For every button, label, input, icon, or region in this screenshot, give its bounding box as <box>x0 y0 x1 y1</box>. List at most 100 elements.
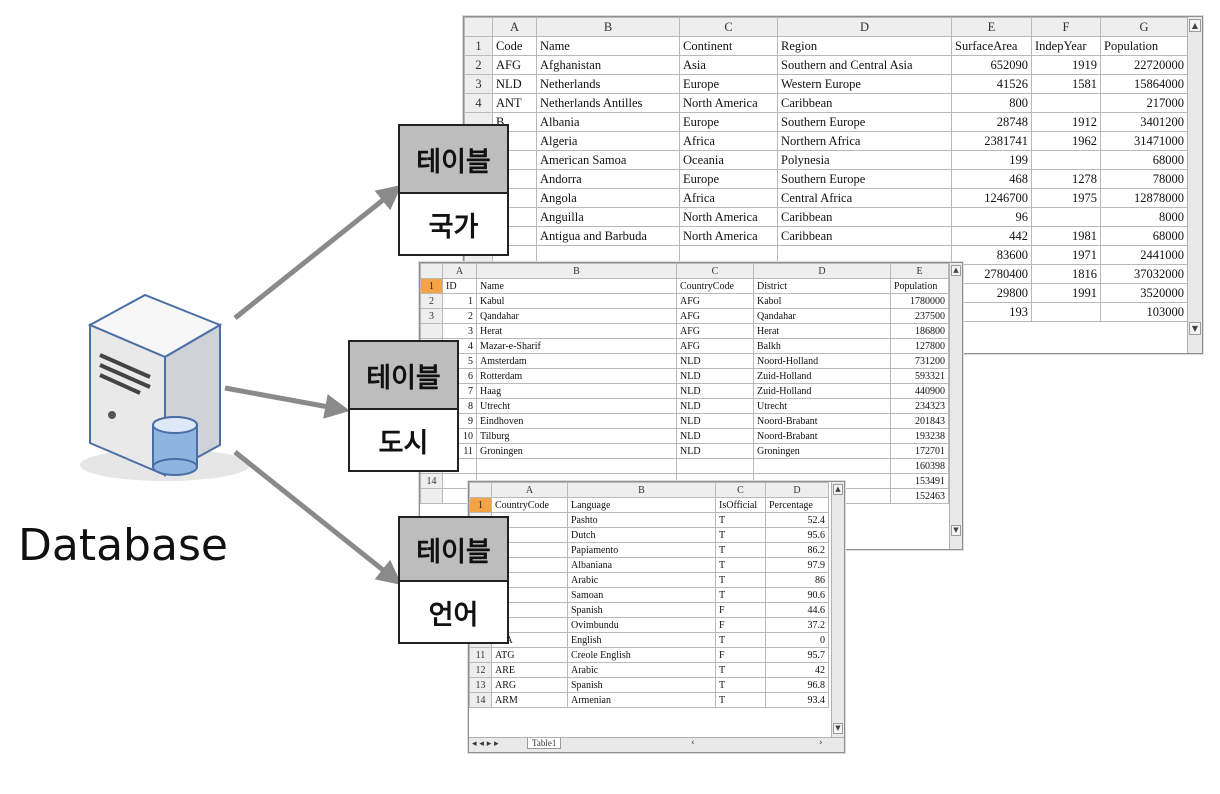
table-cell[interactable]: T <box>715 632 766 648</box>
row-number[interactable]: 11 <box>469 647 492 663</box>
table-cell[interactable]: 199 <box>951 150 1032 170</box>
table-cell[interactable]: 68000 <box>1100 150 1188 170</box>
column-header[interactable]: A <box>492 17 537 37</box>
corner-cell[interactable] <box>464 17 493 37</box>
table-cell[interactable]: Asia <box>679 55 778 75</box>
table-cell[interactable]: 96.8 <box>765 677 829 693</box>
table-cell[interactable]: 37032000 <box>1100 264 1188 284</box>
table-cell[interactable]: Qandahar <box>476 308 677 324</box>
column-header[interactable]: D <box>777 17 952 37</box>
table-cell[interactable]: 31471000 <box>1100 131 1188 151</box>
table-cell[interactable]: 83600 <box>951 245 1032 265</box>
table-cell[interactable]: 1 <box>442 293 477 309</box>
table-cell[interactable]: Spanish <box>567 602 716 618</box>
table-cell[interactable]: ATG <box>491 647 568 663</box>
table-cell[interactable]: Kabul <box>476 293 677 309</box>
table-cell[interactable]: T <box>715 587 766 603</box>
sheet-tab[interactable]: Table1 <box>527 738 562 749</box>
table-cell[interactable] <box>476 458 677 474</box>
table-cell[interactable]: 1246700 <box>951 188 1032 208</box>
table-cell[interactable]: Arabic <box>567 662 716 678</box>
table-cell[interactable]: 1981 <box>1031 226 1101 246</box>
table-cell[interactable]: North America <box>679 226 778 246</box>
table-cell[interactable]: Armenian <box>567 692 716 708</box>
row-number[interactable]: 2 <box>420 293 443 309</box>
table-cell[interactable]: Andorra <box>536 169 680 189</box>
table-cell[interactable]: Continent <box>679 36 778 56</box>
table-cell[interactable]: Western Europe <box>777 74 952 94</box>
table-cell[interactable]: 1975 <box>1031 188 1101 208</box>
table-cell[interactable]: Rotterdam <box>476 368 677 384</box>
column-header[interactable]: D <box>765 482 829 498</box>
table-cell[interactable]: Northern Africa <box>777 131 952 151</box>
table-cell[interactable]: Herat <box>753 323 891 339</box>
table-cell[interactable]: Noord-Brabant <box>753 428 891 444</box>
table-cell[interactable]: English <box>567 632 716 648</box>
table-cell[interactable]: IndepYear <box>1031 36 1101 56</box>
column-header[interactable]: G <box>1100 17 1188 37</box>
table-cell[interactable]: T <box>715 692 766 708</box>
table-cell[interactable]: 44.6 <box>765 602 829 618</box>
row-number[interactable]: 1 <box>420 278 443 294</box>
table-cell[interactable]: Balkh <box>753 338 891 354</box>
column-header[interactable]: E <box>951 17 1032 37</box>
table-cell[interactable]: 15864000 <box>1100 74 1188 94</box>
column-header[interactable]: B <box>536 17 680 37</box>
scroll-down-icon[interactable]: ▼ <box>1189 322 1201 335</box>
table-cell[interactable]: 52.4 <box>765 512 829 528</box>
table-cell[interactable]: Qandahar <box>753 308 891 324</box>
table-cell[interactable]: Albaniana <box>567 557 716 573</box>
column-header[interactable]: D <box>753 263 891 279</box>
column-header[interactable]: C <box>679 17 778 37</box>
corner-cell[interactable] <box>469 482 492 498</box>
table-cell[interactable]: Utrecht <box>753 398 891 414</box>
table-cell[interactable]: District <box>753 278 891 294</box>
table-cell[interactable]: NLD <box>676 443 754 459</box>
table-cell[interactable]: Name <box>536 36 680 56</box>
table-cell[interactable]: 86.2 <box>765 542 829 558</box>
country-vertical-scrollbar[interactable]: ▲ ▼ <box>1187 17 1202 353</box>
table-cell[interactable]: Netherlands Antilles <box>536 93 680 113</box>
sheet-nav-icon[interactable]: ◂ ◂ ▸ ▸ <box>472 739 499 749</box>
row-number[interactable]: 13 <box>469 677 492 693</box>
table-cell[interactable]: 0 <box>765 632 829 648</box>
table-cell[interactable]: Anguilla <box>536 207 680 227</box>
table-cell[interactable]: 86 <box>765 572 829 588</box>
table-cell[interactable]: 1971 <box>1031 245 1101 265</box>
row-number[interactable]: 3 <box>420 308 443 324</box>
column-header[interactable]: B <box>476 263 677 279</box>
table-cell[interactable]: Noord-Brabant <box>753 413 891 429</box>
table-cell[interactable]: 37.2 <box>765 617 829 633</box>
table-cell[interactable] <box>1031 207 1101 227</box>
table-cell[interactable]: 78000 <box>1100 169 1188 189</box>
table-cell[interactable]: 1780000 <box>890 293 949 309</box>
table-cell[interactable]: 800 <box>951 93 1032 113</box>
table-cell[interactable]: Dutch <box>567 527 716 543</box>
column-header[interactable]: C <box>715 482 766 498</box>
table-cell[interactable]: 95.6 <box>765 527 829 543</box>
table-cell[interactable]: Southern Europe <box>777 169 952 189</box>
table-cell[interactable]: Haag <box>476 383 677 399</box>
table-cell[interactable]: North America <box>679 207 778 227</box>
table-cell[interactable]: 153491 <box>890 473 949 489</box>
table-cell[interactable]: CountryCode <box>491 497 568 513</box>
table-cell[interactable]: Amsterdam <box>476 353 677 369</box>
table-cell[interactable]: Antigua and Barbuda <box>536 226 680 246</box>
table-cell[interactable]: Oceania <box>679 150 778 170</box>
table-cell[interactable]: 2780400 <box>951 264 1032 284</box>
row-number[interactable]: 3 <box>464 74 493 94</box>
column-header[interactable]: B <box>567 482 716 498</box>
table-cell[interactable]: 3520000 <box>1100 283 1188 303</box>
table-cell[interactable]: NLD <box>676 398 754 414</box>
column-header[interactable]: C <box>676 263 754 279</box>
table-cell[interactable]: T <box>715 662 766 678</box>
table-cell[interactable]: 2441000 <box>1100 245 1188 265</box>
table-cell[interactable]: ANT <box>492 93 537 113</box>
table-cell[interactable]: Noord-Holland <box>753 353 891 369</box>
table-cell[interactable]: 193238 <box>890 428 949 444</box>
table-cell[interactable]: IsOfficial <box>715 497 766 513</box>
table-cell[interactable]: 127800 <box>890 338 949 354</box>
column-header[interactable]: E <box>890 263 949 279</box>
table-cell[interactable]: Herat <box>476 323 677 339</box>
table-cell[interactable]: T <box>715 512 766 528</box>
